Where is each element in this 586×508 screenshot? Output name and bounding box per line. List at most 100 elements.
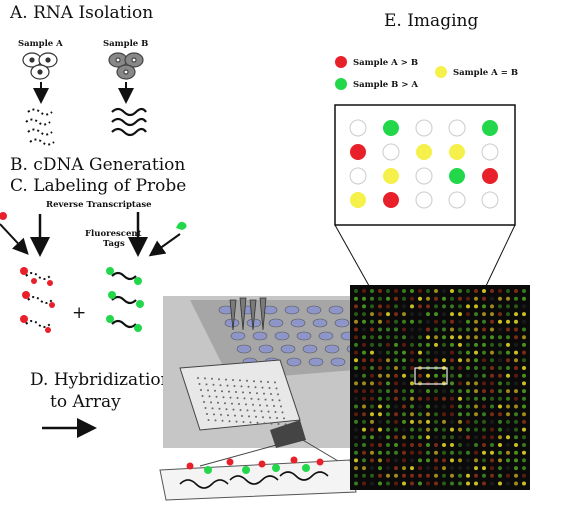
array-spot: [386, 481, 390, 486]
plate-well: [290, 318, 306, 328]
legend-b-gt-a-swatch: [335, 78, 347, 90]
array-spot: [450, 296, 454, 301]
array-spot: [458, 319, 462, 324]
array-spot: [490, 289, 494, 293]
plate-well: [302, 344, 318, 354]
array-spot: [378, 366, 382, 370]
array-spot: [498, 435, 502, 440]
plate-well: [268, 318, 284, 328]
array-spot: [362, 358, 366, 363]
array-spot: [442, 466, 446, 471]
zoom-spot: [481, 191, 499, 209]
array-spot: [506, 389, 510, 394]
array-spot: [474, 335, 478, 340]
array-spot: [370, 450, 374, 455]
array-spot: [466, 366, 470, 370]
array-spot: [386, 427, 390, 432]
array-spot: [410, 312, 414, 317]
array-spot: [410, 450, 414, 455]
array-spot: [426, 312, 430, 317]
array-spot: [426, 412, 430, 417]
array-spot: [466, 443, 470, 447]
array-spot: [450, 319, 454, 324]
array-spot: [426, 319, 430, 324]
array-spot: [442, 327, 446, 332]
array-spot: [474, 427, 478, 432]
array-spot: [426, 335, 430, 340]
array-spot: [402, 435, 406, 440]
array-spot: [466, 412, 470, 417]
array-spot: [394, 319, 398, 324]
array-spot: [402, 412, 406, 417]
array-spot: [362, 366, 366, 370]
array-spot: [466, 350, 470, 355]
array-spot: [482, 304, 486, 309]
array-spot: [402, 481, 406, 486]
array-spot: [458, 312, 462, 317]
array-spot: [426, 481, 430, 486]
array-spot: [490, 373, 494, 378]
slide-spot: [224, 402, 226, 405]
array-spot: [402, 350, 406, 355]
array-spot: [522, 304, 526, 309]
array-spot: [522, 450, 526, 455]
array-spot: [466, 289, 470, 293]
array-spot: [386, 443, 390, 447]
array-spot: [514, 312, 518, 317]
array-spot: [498, 396, 502, 401]
array-spot: [514, 389, 518, 394]
array-spot: [410, 427, 414, 432]
array-spot: [386, 435, 390, 440]
array-spot: [450, 419, 454, 424]
zoom-spot: [416, 144, 432, 160]
array-spot: [362, 289, 366, 293]
array-spot: [354, 419, 358, 424]
array-spot: [522, 373, 526, 378]
array-spot: [402, 404, 406, 409]
array-spot: [370, 396, 374, 401]
array-spot: [514, 342, 518, 347]
array-spot: [506, 435, 510, 440]
slide-spot: [238, 403, 240, 405]
array-spot: [362, 435, 366, 440]
array-spot: [354, 404, 358, 409]
array-spot: [418, 327, 422, 332]
array-spot: [426, 381, 430, 386]
plate-well: [330, 357, 346, 367]
array-spot: [498, 373, 502, 378]
array-spot: [378, 389, 382, 394]
array-spot: [490, 319, 494, 324]
array-spot: [450, 289, 454, 293]
array-spot: [482, 319, 486, 324]
array-spot: [474, 289, 478, 293]
array-spot: [474, 466, 478, 471]
array-spot: [410, 289, 414, 293]
array-spot: [394, 312, 398, 317]
array-spot: [410, 342, 414, 347]
array-spot: [474, 419, 478, 424]
array-spot: [402, 473, 406, 478]
slide-spot: [236, 397, 239, 399]
array-spot: [354, 381, 358, 386]
slide-spot: [254, 386, 257, 389]
array-spot: [514, 358, 518, 363]
slide-spot: [256, 392, 258, 395]
array-spot: [506, 319, 510, 324]
array-spot: [394, 450, 398, 455]
plate-well: [318, 331, 334, 341]
array-spot: [474, 327, 478, 332]
array-spot: [514, 481, 518, 486]
array-spot: [402, 419, 406, 424]
array-spot: [394, 458, 398, 463]
array-spot: [362, 466, 366, 471]
array-spot: [506, 327, 510, 332]
array-spot: [466, 342, 470, 347]
array-spot: [434, 450, 438, 455]
slide-spot: [260, 410, 263, 413]
array-spot: [474, 412, 478, 417]
array-spot: [466, 296, 470, 301]
array-spot: [370, 319, 374, 324]
array-spot: [506, 419, 510, 424]
array-spot: [490, 312, 494, 317]
array-spot: [410, 389, 414, 394]
